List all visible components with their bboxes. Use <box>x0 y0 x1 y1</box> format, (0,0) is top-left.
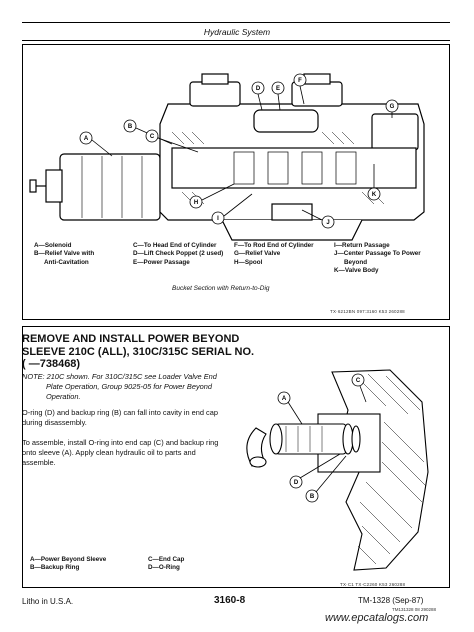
callout-a <box>277 391 291 405</box>
callout-label-j: J <box>326 220 329 226</box>
callout-label-e: E <box>276 86 280 92</box>
callout-label-d: D <box>256 86 261 92</box>
valve-section-diagram: A B C D E F G H I J K <box>29 73 425 241</box>
legend-item: C—End Cap <box>148 556 185 563</box>
legend-item: B—Relief Valve with <box>34 250 95 258</box>
top-legend-col2: C—To Head End of Cylinder D—Lift Check P… <box>133 242 223 267</box>
top-legend-col3: F—To Rod End of Cylinder G—Relief Valve … <box>234 242 314 267</box>
header-rule-bottom <box>22 40 450 41</box>
watermark-link[interactable]: www.epcatalogs.com <box>325 612 429 624</box>
callout-j <box>321 215 335 229</box>
legend-item: C—To Head End of Cylinder <box>133 242 217 249</box>
callout-label-i: I <box>217 216 219 222</box>
legend-item: H—Spool <box>234 258 263 266</box>
note-paragraph: NOTE: 210C shown. For 310C/315C see Load… <box>22 372 217 401</box>
header-rule-top <box>22 22 450 23</box>
paragraph-assembly: To assemble, install O-ring into end cap… <box>22 438 219 467</box>
legend-item: F—To Rod End of Cylinder <box>234 242 314 249</box>
legend-item: A—Power Beyond Sleeve <box>30 556 107 563</box>
legend-item: Anti-Cavitation <box>44 258 89 266</box>
footer-manual-id: TM-1328 (Sep-87) <box>358 596 424 605</box>
callout-label-d: D <box>294 480 299 486</box>
legend-item: Beyond <box>344 258 368 266</box>
callout-b <box>305 489 319 503</box>
legend-item: D—Lift Check Poppet (2 used) <box>133 250 224 258</box>
bottom-figure-code: TX·C1 TX·C2260 K53 260288 <box>340 582 406 587</box>
callout-label-b: B <box>310 494 315 500</box>
callout-a <box>79 131 93 145</box>
callout-label-b: B <box>128 124 133 130</box>
legend-item: I—Return Passage <box>334 242 390 249</box>
footer-litho: Litho in U.S.A. <box>22 597 74 606</box>
legend-item: K—Valve Body <box>334 267 379 275</box>
callout-label-c: C <box>356 378 361 384</box>
top-figure-code: TX·6212BN 097:3160 K53 260288 <box>330 309 405 314</box>
callout-label-a: A <box>282 396 287 402</box>
top-figure-caption: Bucket Section with Return-to-Dig <box>172 285 270 292</box>
callout-label-c: C <box>150 134 155 140</box>
callout-d <box>289 475 303 489</box>
top-legend-col1: A—Solenoid B—Relief Valve with Anti-Cavi… <box>34 242 94 267</box>
legend-item: J—Center Passage To Power <box>334 250 421 258</box>
callout-c <box>351 373 365 387</box>
legend-item: D—O-Ring <box>148 564 180 572</box>
callout-b <box>123 119 137 133</box>
legend-item: A—Solenoid <box>34 242 72 249</box>
callout-i <box>211 211 225 225</box>
top-legend-col4: I—Return Passage J—Center Passage To Pow… <box>334 242 421 276</box>
bottom-legend-col2: C—End Cap D—O-Ring <box>148 556 184 573</box>
power-beyond-sleeve-diagram: A B C D <box>246 369 429 571</box>
bottom-legend-col1: A—Power Beyond Sleeve B—Backup Ring <box>30 556 106 573</box>
legend-item: E—Power Passage <box>133 258 190 266</box>
callout-label-h: H <box>194 200 198 206</box>
legend-item: G—Relief Valve <box>234 250 281 258</box>
callout-label-a: A <box>84 136 89 142</box>
section-title: REMOVE AND INSTALL POWER BEYOND SLEEVE 2… <box>22 333 255 370</box>
header-title: Hydraulic System <box>203 27 271 37</box>
callout-h <box>189 195 203 209</box>
footer-code: TM131328 08 290288 <box>392 607 437 612</box>
callout-label-g: G <box>390 104 395 110</box>
callout-c <box>145 129 159 143</box>
page-number: 3160-8 <box>214 595 246 606</box>
callout-label-k: K <box>372 192 377 198</box>
callout-label-f: F <box>298 78 302 84</box>
legend-item: B—Backup Ring <box>30 564 80 572</box>
paragraph-disassembly: O-ring (D) and backup ring (B) can fall … <box>22 408 218 427</box>
